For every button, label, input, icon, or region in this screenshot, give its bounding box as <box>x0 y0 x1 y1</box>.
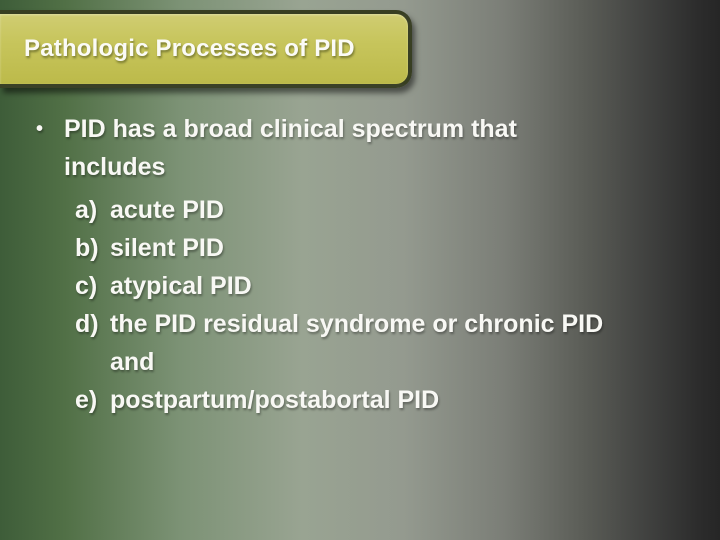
list-item-d-line-1: the PID residual syndrome or chronic PID <box>110 310 604 338</box>
slide-body: • PID has a broad clinical spectrum that… <box>36 110 696 419</box>
bullet-icon: • <box>36 118 44 140</box>
list-item-b: b) silent PID <box>75 229 696 267</box>
list-item-d-marker: d) <box>75 310 99 338</box>
list-item-e: e) postpartum/postabortal PID <box>75 381 696 419</box>
list-item-a: a) acute PID <box>75 191 696 229</box>
list-item-c-text: atypical PID <box>110 267 252 305</box>
lead-bullet-block: • PID has a broad clinical spectrum that… <box>36 110 696 186</box>
list-item-a-line-1: acute PID <box>110 196 224 224</box>
lead-text: PID has a broad clinical spectrum that i… <box>64 110 517 186</box>
list-item-a-text: acute PID <box>110 191 224 229</box>
list-item-c-line-1: atypical PID <box>110 272 252 300</box>
title-banner: Pathologic Processes of PID <box>0 10 412 88</box>
list-item-e-marker: e) <box>75 386 98 414</box>
lead-text-line-2: includes <box>64 153 166 181</box>
list-item-b-line-1: silent PID <box>110 234 224 262</box>
sub-item-list: a) acute PID b) silent PID c) atypical P… <box>75 191 696 419</box>
lead-text-line-1: PID has a broad clinical spectrum that <box>64 115 517 143</box>
list-item-b-marker: b) <box>75 234 99 262</box>
list-item-e-line-1: postpartum/postabortal PID <box>110 386 440 414</box>
list-item-a-marker: a) <box>75 196 98 224</box>
list-item-d-line-2: and <box>110 348 155 376</box>
list-item-c-marker: c) <box>75 272 98 300</box>
slide-title: Pathologic Processes of PID <box>24 35 355 62</box>
list-item-b-text: silent PID <box>110 229 224 267</box>
list-item-d: d) the PID residual syndrome or chronic … <box>75 305 696 381</box>
list-item-d-text: the PID residual syndrome or chronic PID… <box>110 305 603 381</box>
list-item-c: c) atypical PID <box>75 267 696 305</box>
list-item-e-text: postpartum/postabortal PID <box>110 381 439 419</box>
